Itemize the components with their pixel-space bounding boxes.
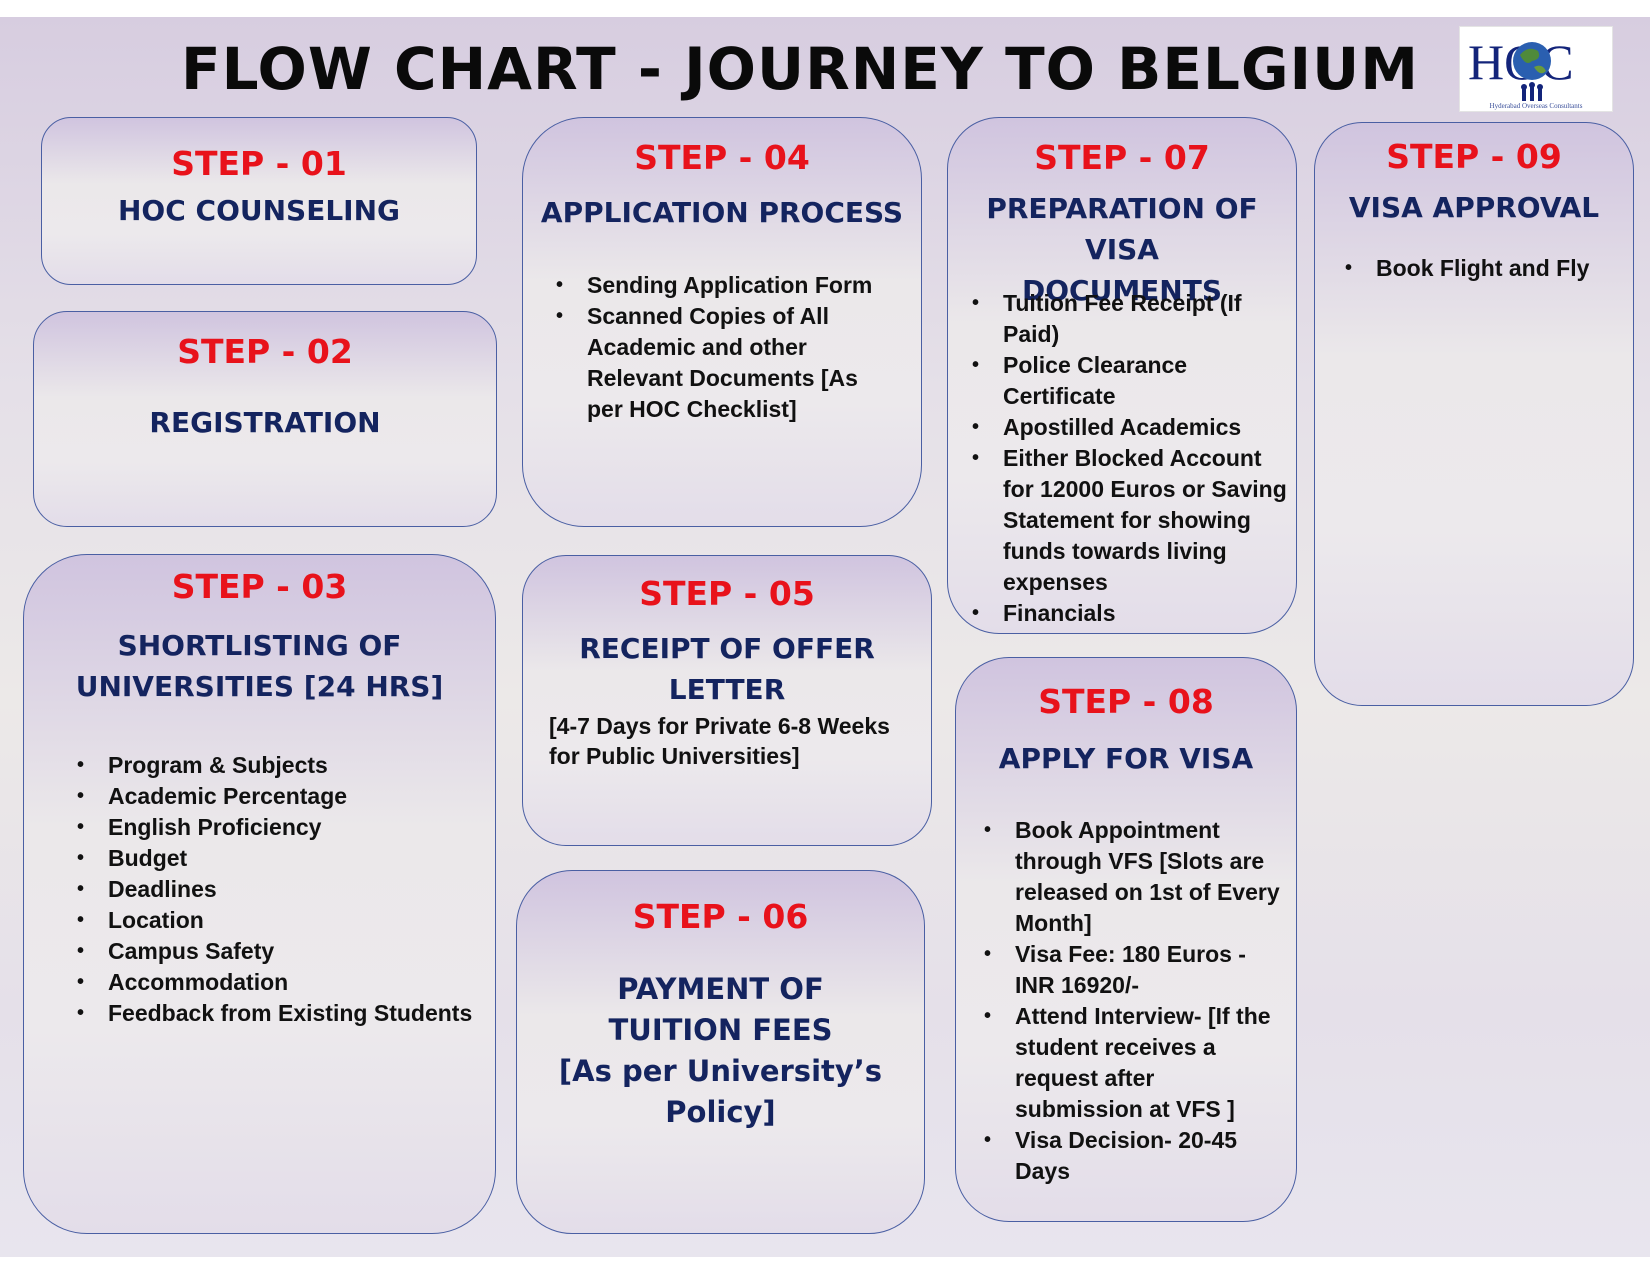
- step-08-card: STEP - 08 APPLY FOR VISA Book Appointmen…: [955, 657, 1297, 1222]
- list-item: Scanned Copies of All Academic and other…: [556, 301, 881, 425]
- step-05-label: STEP - 05: [639, 574, 815, 613]
- list-item: Location: [77, 905, 477, 936]
- step-05-note: [4-7 Days for Private 6-8 Weeks for Publ…: [549, 713, 890, 769]
- step-06-heading: PAYMENT OF TUITION FEES [As per Universi…: [517, 969, 924, 1133]
- step-01-card: STEP - 01 HOC COUNSELING: [41, 117, 477, 285]
- step-03-card: STEP - 03 SHORTLISTING OF UNIVERSITIES […: [23, 554, 496, 1234]
- hoc-logo: HOC Hyderabad Overseas Consultants: [1459, 26, 1613, 112]
- list-item: Police Clearance Certificate: [972, 350, 1287, 412]
- step-07-card: STEP - 07 PREPARATION OF VISA DOCUMENTS …: [947, 117, 1297, 634]
- step-06-heading-line3: [As per University’s Policy]: [558, 1054, 883, 1129]
- step-01-label: STEP - 01: [171, 144, 347, 183]
- list-item: Deadlines: [77, 874, 477, 905]
- step-06-card: STEP - 06 PAYMENT OF TUITION FEES [As pe…: [516, 870, 925, 1234]
- step-06-heading-line1: PAYMENT OF: [617, 972, 824, 1006]
- step-07-heading-line1: PREPARATION OF VISA: [986, 192, 1258, 266]
- step-07-label: STEP - 07: [1034, 138, 1210, 177]
- step-03-heading: SHORTLISTING OF UNIVERSITIES [24 HRS]: [24, 625, 495, 707]
- list-item: Campus Safety: [77, 936, 477, 967]
- step-03-label: STEP - 03: [171, 567, 348, 606]
- list-item: Tuition Fee Receipt (If Paid): [972, 288, 1287, 350]
- list-item: Visa Fee: 180 Euros - INR 16920/-: [984, 939, 1284, 1001]
- list-item: Apostilled Academics: [972, 412, 1287, 443]
- step-09-card: STEP - 09 VISA APPROVAL Book Flight and …: [1314, 122, 1634, 706]
- logo-tagline: Hyderabad Overseas Consultants: [1490, 102, 1583, 110]
- step-08-list: Book Appointment through VFS [Slots are …: [984, 815, 1284, 1187]
- list-item: Accommodation: [77, 967, 477, 998]
- step-03-list: Program & Subjects Academic Percentage E…: [77, 750, 477, 1029]
- step-03-heading-line1: SHORTLISTING OF: [117, 629, 402, 662]
- list-item: Program & Subjects: [77, 750, 477, 781]
- step-06-heading-line2: TUITION FEES: [608, 1013, 833, 1047]
- step-04-heading: APPLICATION PROCESS: [540, 196, 904, 229]
- step-05-heading: RECEIPT OF OFFER LETTER: [579, 632, 875, 706]
- step-08-heading: APPLY FOR VISA: [998, 742, 1254, 775]
- step-02-label: STEP - 02: [177, 332, 353, 371]
- list-item: Visa Decision- 20-45 Days: [984, 1125, 1284, 1187]
- list-item: Attend Interview- [If the student receiv…: [984, 1001, 1284, 1125]
- list-item: Academic Percentage: [77, 781, 477, 812]
- page-title: FLOW CHART - JOURNEY TO BELGIUM: [181, 35, 1419, 103]
- step-09-list: Book Flight and Fly: [1345, 253, 1625, 284]
- step-05-card: STEP - 05 RECEIPT OF OFFER LETTER [4-7 D…: [522, 555, 932, 846]
- step-03-heading-line2: UNIVERSITIES [24 HRS]: [75, 670, 444, 703]
- list-item: Feedback from Existing Students: [77, 998, 477, 1029]
- step-07-list: Tuition Fee Receipt (If Paid) Police Cle…: [972, 288, 1287, 629]
- step-09-label: STEP - 09: [1386, 137, 1562, 176]
- step-04-label: STEP - 04: [634, 138, 810, 177]
- list-item: Either Blocked Account for 12000 Euros o…: [972, 443, 1287, 598]
- list-item: Book Appointment through VFS [Slots are …: [984, 815, 1284, 939]
- list-item: Budget: [77, 843, 477, 874]
- list-item: Financials: [972, 598, 1287, 629]
- list-item: Book Flight and Fly: [1345, 253, 1625, 284]
- slide-background: FLOW CHART - JOURNEY TO BELGIUM HOC Hyde…: [0, 17, 1650, 1257]
- list-item: English Proficiency: [77, 812, 477, 843]
- step-02-card: STEP - 02 REGISTRATION: [33, 311, 497, 527]
- step-04-card: STEP - 04 APPLICATION PROCESS Sending Ap…: [522, 117, 922, 527]
- step-09-heading: VISA APPROVAL: [1348, 191, 1600, 224]
- step-06-label: STEP - 06: [632, 897, 809, 936]
- step-04-list: Sending Application Form Scanned Copies …: [556, 270, 881, 425]
- step-01-heading: HOC COUNSELING: [117, 194, 401, 227]
- list-item: Sending Application Form: [556, 270, 881, 301]
- step-08-label: STEP - 08: [1038, 682, 1214, 721]
- step-02-heading: REGISTRATION: [149, 406, 381, 439]
